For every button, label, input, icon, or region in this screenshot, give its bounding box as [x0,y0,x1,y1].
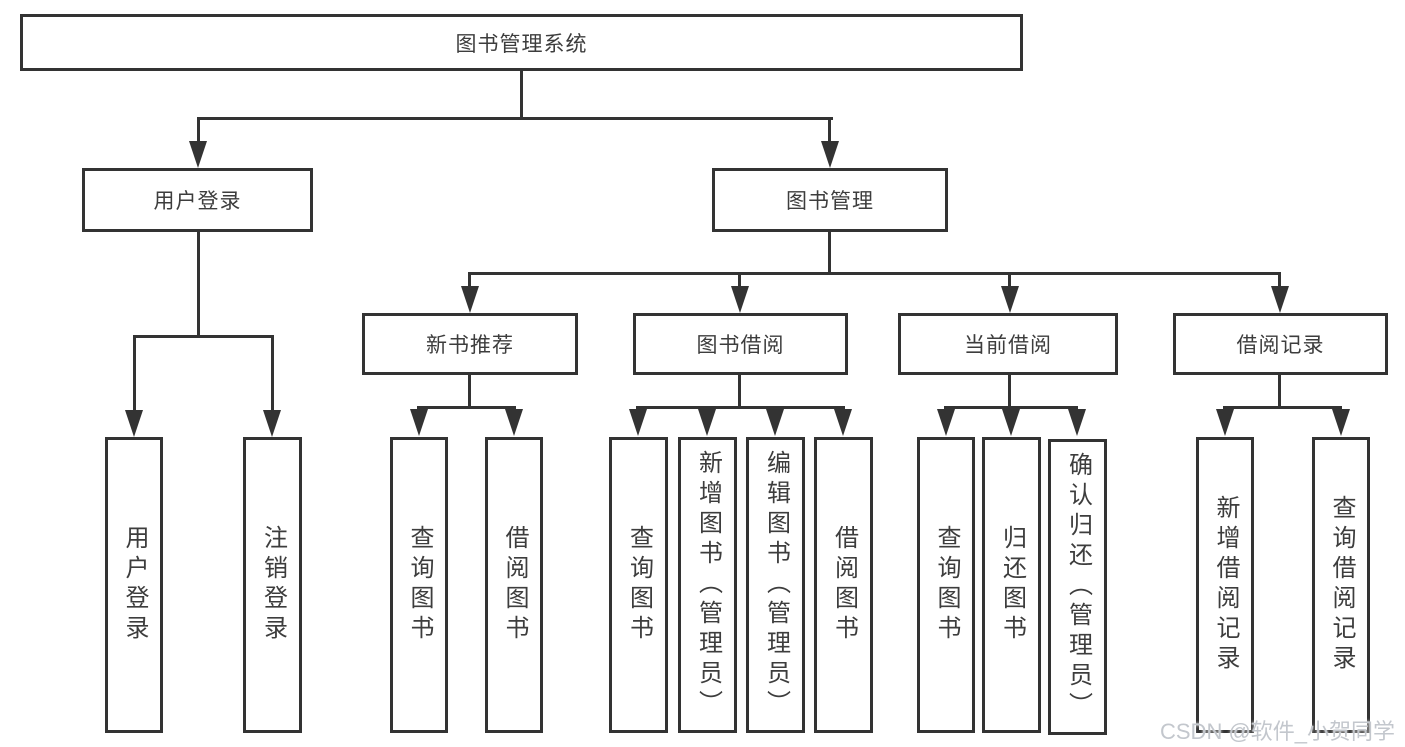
connector-line [133,335,136,410]
node-label: 注销登录 [259,525,287,645]
connector-line [1008,272,1011,290]
connector-line [271,335,274,410]
node-library-system: 图书管理系统 [20,14,1023,71]
connector-line [738,272,741,290]
connector-line [468,272,471,290]
arrowhead-icon [125,410,143,437]
node-book-borrowing: 图书借阅 [633,313,848,375]
connector-line [1278,272,1281,290]
connector-line [520,70,523,120]
arrowhead-icon [834,409,852,436]
arrowhead-icon [1002,409,1020,436]
arrowhead-icon [1332,409,1350,436]
node-return-books: 归还图书 [982,437,1041,733]
arrowhead-icon [821,141,839,168]
node-borrow-books-borrow: 借阅图书 [814,437,873,733]
node-book-management: 图书管理 [712,168,948,232]
node-label: 新增借阅记录 [1212,495,1239,675]
arrowhead-icon [766,409,784,436]
node-label: 编辑图书（管理员） [762,450,790,720]
connector-line [828,232,831,275]
connector-line [636,406,845,409]
arrowhead-icon [731,286,749,313]
arrowhead-icon [629,409,647,436]
node-query-books-current: 查询图书 [917,437,975,733]
node-label: 查询借阅记录 [1328,495,1355,675]
node-edit-books-admin: 编辑图书（管理员） [746,437,805,733]
arrowhead-icon [698,409,716,436]
connector-line [197,232,200,338]
node-label: 借阅记录 [1236,334,1325,357]
node-add-books-admin: 新增图书（管理员） [678,437,737,733]
node-user-login: 用户登录 [82,168,313,232]
connector-line [133,335,274,338]
node-current-borrowing: 当前借阅 [898,313,1118,375]
connector-line [828,117,831,145]
arrowhead-icon [1068,409,1086,436]
node-new-book-recommend: 新书推荐 [362,313,578,375]
node-label: 图书管理系统 [455,32,588,56]
node-logout-leaf: 注销登录 [243,437,302,733]
node-label: 当前借阅 [964,334,1052,357]
connector-line [468,375,471,409]
node-label: 新书推荐 [426,334,514,357]
node-label: 用户登录 [121,525,148,645]
node-label: 确认归还（管理员） [1064,452,1092,722]
arrowhead-icon [189,141,207,168]
node-confirm-return-admin: 确认归还（管理员） [1048,439,1107,735]
arrowhead-icon [1216,409,1234,436]
node-label: 归还图书 [998,525,1026,645]
arrowhead-icon [1271,286,1289,313]
connector-line [1223,406,1342,409]
connector-line [197,117,833,120]
arrowhead-icon [263,410,281,437]
node-label: 查询图书 [625,525,653,645]
connector-line [1278,375,1281,409]
connector-line [197,117,200,145]
connector-line [944,406,1078,409]
csdn-watermark: CSDN @软件_小贺同学 [1160,719,1396,744]
node-label: 借阅图书 [830,525,858,645]
node-query-books-newbook: 查询图书 [390,437,448,733]
node-borrow-books-newbook: 借阅图书 [485,437,543,733]
node-add-borrow-record: 新增借阅记录 [1196,437,1254,733]
node-label: 用户登录 [153,190,242,213]
node-label: 查询图书 [933,525,960,645]
node-label: 图书管理 [786,190,874,213]
connector-line [468,272,1281,275]
connector-line [417,406,516,409]
arrowhead-icon [461,286,479,313]
node-label: 借阅图书 [501,525,528,645]
node-query-borrow-record: 查询借阅记录 [1312,437,1370,733]
node-query-books-borrow: 查询图书 [609,437,668,733]
arrowhead-icon [937,409,955,436]
node-label: 新增图书（管理员） [694,450,722,720]
node-label: 图书借阅 [696,334,785,357]
arrowhead-icon [410,409,428,436]
connector-line [1008,375,1011,409]
node-label: 查询图书 [406,525,433,645]
arrowhead-icon [505,409,523,436]
node-borrow-records: 借阅记录 [1173,313,1388,375]
node-user-login-leaf: 用户登录 [105,437,163,733]
arrowhead-icon [1001,286,1019,313]
connector-line [738,375,741,409]
